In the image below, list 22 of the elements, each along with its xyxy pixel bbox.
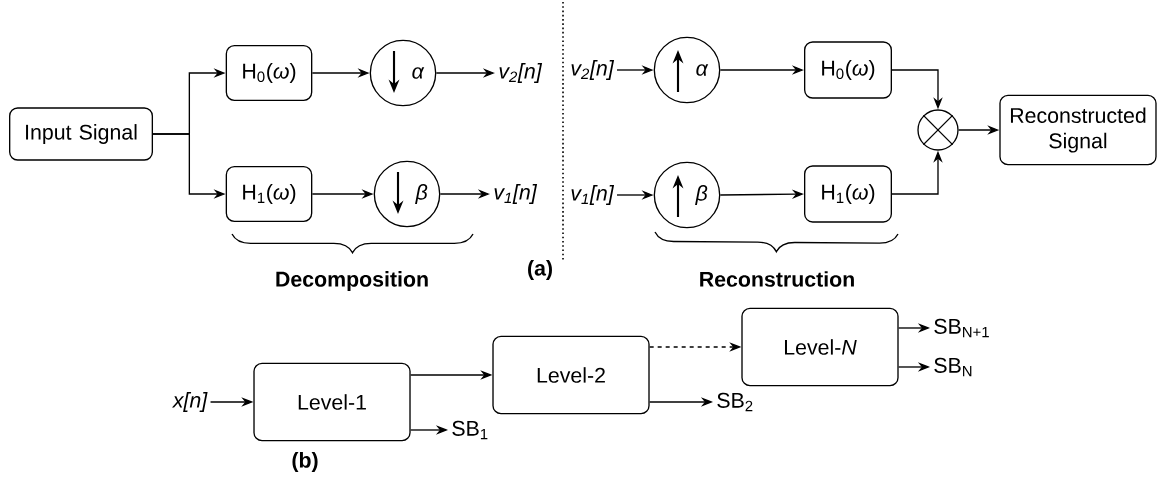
- signal-label: x[n]: [171, 392, 208, 412]
- signal-label: v$_{2}$[n]: [499, 63, 543, 83]
- process-box: H$_{0}$(ω): [804, 41, 892, 99]
- caption-label: Decomposition: [276, 271, 428, 291]
- signal-label: v$_{1}$[n]: [494, 184, 538, 204]
- process-box: H$_{1}$(ω): [225, 166, 313, 222]
- process-box: Level-1: [253, 362, 411, 442]
- process-box: Level-2: [492, 335, 650, 415]
- subband-label: SB$_{N}$: [934, 357, 972, 377]
- process-box: Level-N: [741, 307, 899, 387]
- multiplier-symbol: [917, 109, 959, 151]
- process-box: H$_{1}$(ω): [804, 165, 892, 223]
- process-box: Input Signal: [9, 107, 153, 161]
- signal-label: v$_{1}$[n]: [571, 185, 615, 205]
- process-box: Reconstructed Signal: [999, 94, 1157, 166]
- caption-label: Reconstruction: [700, 271, 854, 287]
- process-box: H$_{0}$(ω): [225, 45, 313, 101]
- caption-label: (a): [528, 260, 552, 280]
- subband-label: SB$_{N+1}$: [934, 318, 989, 338]
- subband-label: SB$_{1}$: [452, 420, 488, 440]
- subband-label: SB$_{2}$: [717, 392, 753, 412]
- signal-label: v$_{2}$[n]: [571, 60, 615, 80]
